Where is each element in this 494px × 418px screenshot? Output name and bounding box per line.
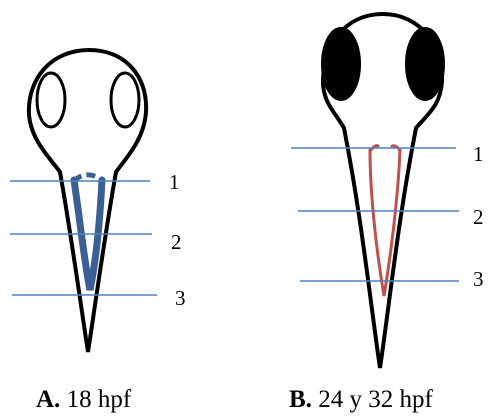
eye-right-a <box>111 73 139 127</box>
caption-a: A. 18 hpf <box>36 386 132 413</box>
line-label-a-2: 2 <box>171 230 182 254</box>
line-label-b-3: 3 <box>473 267 484 291</box>
caption-b-letter: B. <box>289 386 312 413</box>
line-label-b-2: 2 <box>473 205 484 229</box>
line-label-b-1: 1 <box>473 142 484 166</box>
eye-left-a <box>37 73 65 127</box>
eye-right-b <box>406 28 444 100</box>
caption-b-text: 24 y 32 hpf <box>318 386 433 413</box>
line-label-a-3: 3 <box>175 286 186 310</box>
caption-a-text: 18 hpf <box>67 386 132 413</box>
caption-a-letter: A. <box>36 386 60 413</box>
caption-b: B. 24 y 32 hpf <box>289 386 433 413</box>
panel-b: 1 2 3 B. 24 y 32 hpf <box>289 14 484 413</box>
eye-left-b <box>322 28 360 100</box>
line-label-a-1: 1 <box>169 170 180 194</box>
panel-a: 1 2 3 A. 18 hpf <box>10 50 186 413</box>
